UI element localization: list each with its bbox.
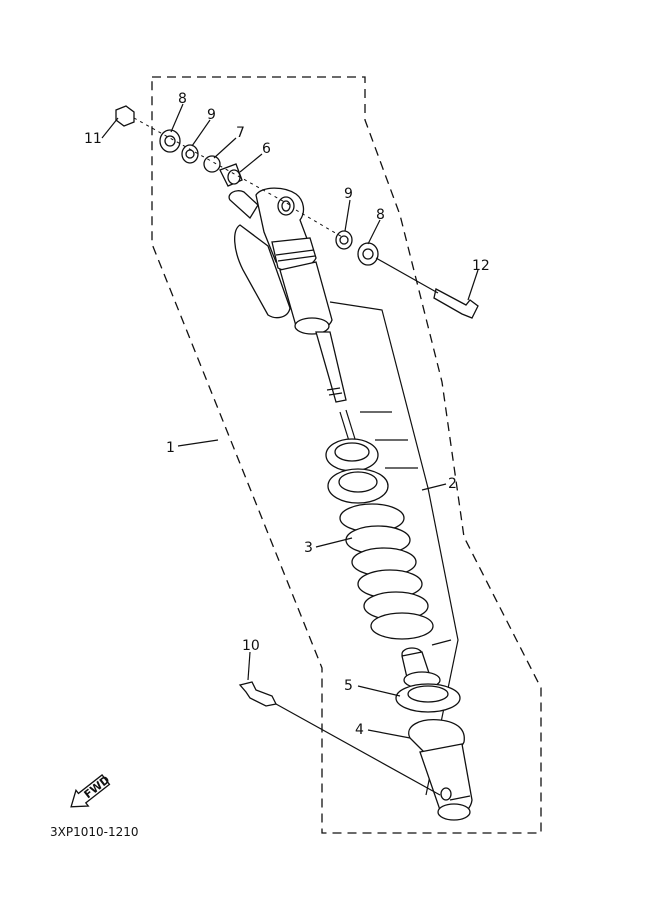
callout-1: 1 xyxy=(166,440,175,456)
callout-9-top: 9 xyxy=(207,107,216,123)
callout-2: 2 xyxy=(448,476,457,492)
upper-bolt-hardware xyxy=(335,230,479,319)
lower-bump-stop-and-clevis xyxy=(395,647,473,821)
callout-12: 12 xyxy=(472,258,490,274)
leader-lines xyxy=(101,103,479,739)
shock-body xyxy=(228,187,347,403)
callout-8-mid: 8 xyxy=(376,207,385,223)
coil-spring xyxy=(339,503,434,640)
spring-adjuster-nuts xyxy=(325,438,389,504)
callout-9-mid: 9 xyxy=(344,186,353,202)
callout-3: 3 xyxy=(304,540,313,556)
callout-labels: 8 9 7 6 11 9 8 12 1 2 3 10 5 4 xyxy=(84,91,490,738)
callout-5: 5 xyxy=(344,678,353,694)
callout-10: 10 xyxy=(242,638,260,654)
callout-7: 7 xyxy=(236,125,245,141)
fwd-label: FWD xyxy=(82,773,113,801)
assembly-boundary-dashed xyxy=(151,76,542,834)
forward-direction-arrow: FWD xyxy=(70,773,113,808)
callout-4: 4 xyxy=(355,722,364,738)
callout-11: 11 xyxy=(84,131,102,147)
lower-bolt xyxy=(238,681,277,707)
callout-6: 6 xyxy=(262,141,271,157)
callout-8-top: 8 xyxy=(178,91,187,107)
diagram-reference-code: 3XP1010-1210 xyxy=(50,825,139,839)
